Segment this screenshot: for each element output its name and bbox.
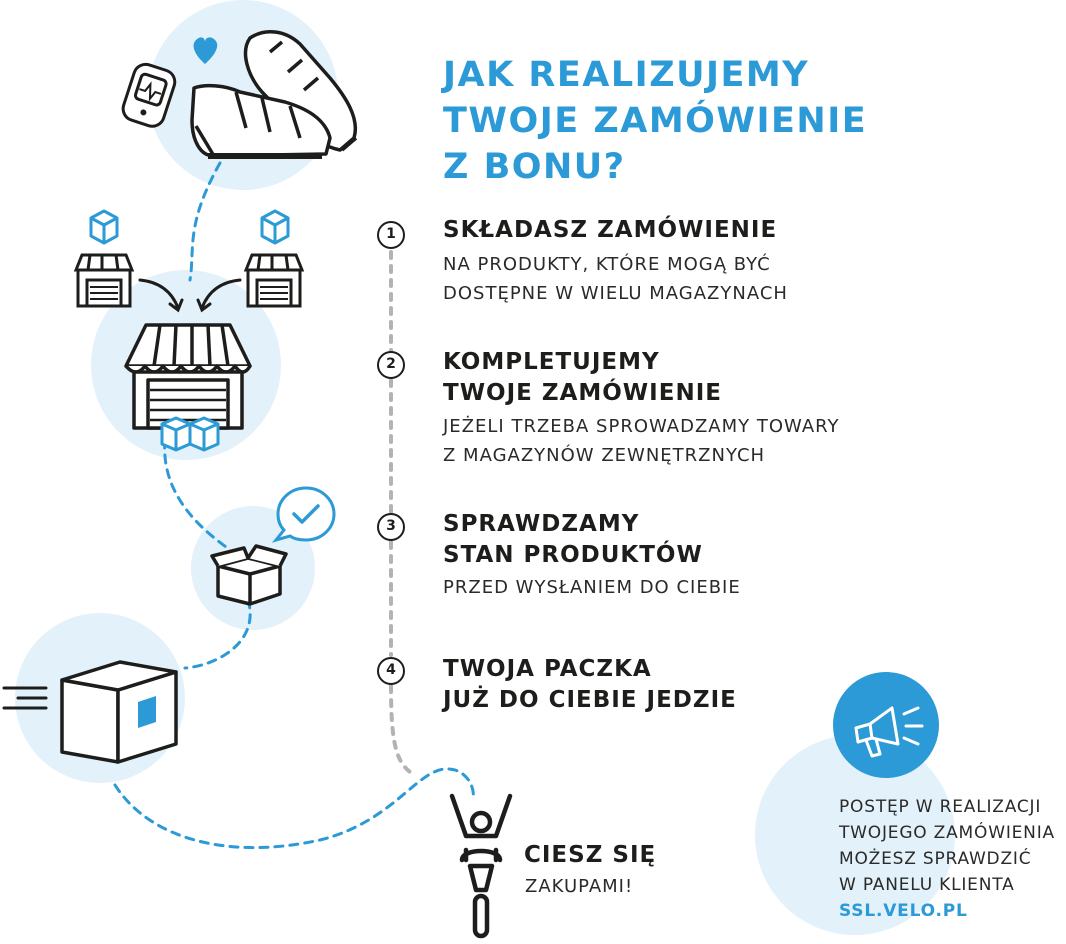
step-description-line: NA PRODUKTY, KTÓRE MOGĄ BYĆ [443, 254, 771, 275]
heart-rate-monitor-icon [121, 62, 177, 128]
step-description-line: PRZED WYSŁANIEM DO CIEBIE [443, 577, 741, 598]
step-heading-line: KOMPLETUJEMY [443, 349, 660, 375]
delivery-box-icon [2, 660, 178, 764]
step-heading-line: SPRAWDZAMY [443, 511, 640, 537]
title-line: JAK REALIZUJEMY [443, 55, 810, 95]
note-line: W PANELU KLIENTA [839, 875, 1015, 895]
heart-icon [193, 37, 218, 64]
route-path [113, 161, 475, 850]
cyclist-icon [449, 793, 513, 939]
timeline-dots [389, 250, 417, 777]
note-line: MOŻESZ SPRAWDZIĆ [839, 849, 1032, 869]
step-heading-line: TWOJA PACZKA [443, 656, 652, 682]
step-description-line: DOSTĘPNE W WIELU MAGAZYNACH [443, 283, 788, 304]
step-heading-line: SKŁADASZ ZAMÓWIENIE [443, 217, 778, 243]
step-number-3: 3 [377, 513, 405, 541]
page-title: JAK REALIZUJEMY TWOJE ZAMÓWIENIE Z BONU? [443, 52, 1003, 190]
warehouse-icon [124, 323, 252, 430]
small-shop-icon [73, 209, 135, 308]
note-line: TWOJEGO ZAMÓWIENIA [839, 823, 1055, 843]
small-shop-icon [243, 209, 305, 308]
enjoy-text: ZAKUPAMI! [525, 876, 634, 897]
step-heading-line: JUŻ DO CIEBIE JEDZIE [443, 687, 737, 713]
open-box-icon [210, 544, 288, 606]
step-heading-1: SKŁADASZ ZAMÓWIENIE [443, 215, 777, 246]
step-heading-line: TWOJE ZAMÓWIENIE [443, 380, 722, 406]
step-number-2: 2 [377, 351, 405, 379]
order-status-note: POSTĘP W REALIZACJI TWOJEGO ZAMÓWIENIA M… [839, 794, 1066, 924]
step-heading-4: TWOJA PACZKA JUŻ DO CIEBIE JEDZIE [443, 654, 737, 716]
customer-panel-link[interactable]: SSL.VELO.PL [839, 901, 968, 921]
arrow-icons [138, 278, 242, 313]
step-description-3: PRZED WYSŁANIEM DO CIEBIE [443, 573, 741, 602]
step-heading-line: STAN PRODUKTÓW [443, 542, 703, 568]
cycling-shoes-icon [190, 30, 358, 159]
package-icon [160, 416, 220, 452]
title-line: Z BONU? [443, 147, 626, 187]
step-description-1: NA PRODUKTY, KTÓRE MOGĄ BYĆ DOSTĘPNE W W… [443, 250, 788, 308]
step-description-2: JEŻELI TRZEBA SPROWADZAMY TOWARY Z MAGAZ… [443, 412, 840, 470]
step-heading-3: SPRAWDZAMY STAN PRODUKTÓW [443, 509, 703, 571]
title-line: TWOJE ZAMÓWIENIE [443, 101, 868, 141]
note-line: POSTĘP W REALIZACJI [839, 797, 1042, 817]
step-heading-2: KOMPLETUJEMY TWOJE ZAMÓWIENIE [443, 347, 722, 409]
checkmark-bubble-icon [271, 486, 336, 543]
step-number-4: 4 [377, 657, 405, 685]
step-number-1: 1 [377, 221, 405, 249]
step-description-line: JEŻELI TRZEBA SPROWADZAMY TOWARY [443, 416, 840, 437]
megaphone-icon [833, 672, 939, 778]
step-description-line: Z MAGAZYNÓW ZEWNĘTRZNYCH [443, 445, 766, 466]
enjoy-heading: CIESZ SIĘ [524, 842, 657, 868]
